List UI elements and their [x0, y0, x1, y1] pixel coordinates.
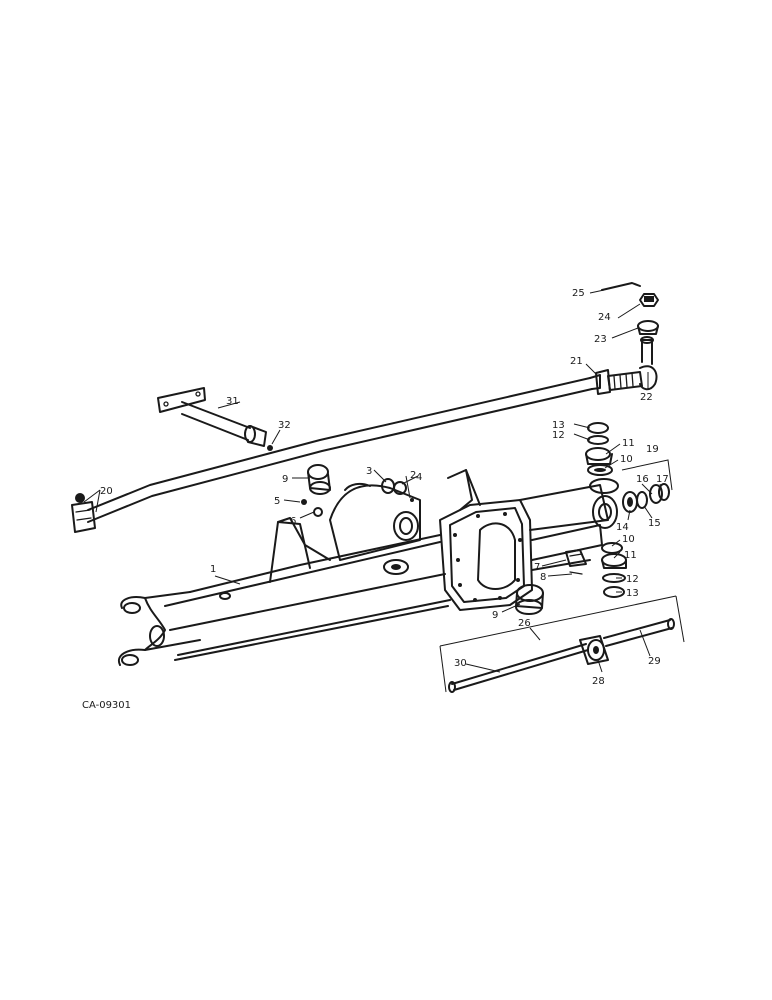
callout-7: 7	[534, 562, 540, 573]
bushing-9-lower	[515, 584, 544, 615]
bearing-11-lower	[601, 553, 627, 569]
callout-6: 6	[290, 516, 296, 527]
fitting-6	[313, 507, 323, 517]
callout-9-lower: 9	[492, 610, 498, 621]
seal-13-upper	[587, 422, 609, 434]
callout-15: 15	[648, 518, 661, 529]
callouts: 1 2 3 4 5 6 7 8 9 9 10 10 11 11 12 12 13…	[100, 288, 669, 687]
callout-5: 5	[274, 496, 280, 507]
callout-13-upper: 13	[552, 420, 565, 431]
seal-13-lower	[603, 586, 625, 598]
callout-12-lower: 12	[626, 574, 639, 585]
castle-nut-24	[639, 293, 659, 307]
leader-lines	[83, 289, 663, 673]
callout-26: 26	[518, 618, 531, 629]
callout-25: 25	[572, 288, 585, 299]
universal-joint-28	[579, 635, 609, 665]
king-pin-31	[157, 387, 267, 447]
callout-29: 29	[648, 656, 661, 667]
callout-10-lower: 10	[622, 534, 635, 545]
callout-2: 2	[410, 470, 416, 481]
callout-28: 28	[592, 676, 605, 687]
callout-3: 3	[366, 466, 372, 477]
callout-32: 32	[278, 420, 291, 431]
seal-14	[622, 491, 638, 513]
callout-30: 30	[454, 658, 467, 669]
drawing-code: CA-09301	[82, 700, 131, 711]
callout-14: 14	[616, 522, 629, 533]
callout-23: 23	[594, 334, 607, 345]
tie-rod-end-right	[607, 336, 658, 391]
callout-21: 21	[570, 356, 583, 367]
callout-17: 17	[656, 474, 669, 485]
shim-12-upper	[587, 435, 609, 445]
shaft-29	[603, 618, 675, 647]
drive-shaft-kit-26	[439, 595, 685, 693]
callout-19: 19	[646, 444, 659, 455]
ring-17	[658, 483, 670, 501]
cotter-pin-25	[601, 282, 641, 291]
bearing-cup-10-upper	[587, 464, 613, 476]
bearing-11-upper	[585, 447, 613, 465]
kit-19-bracket	[621, 459, 673, 491]
callout-1: 1	[210, 564, 216, 575]
shim-12-lower	[602, 573, 626, 583]
callout-16: 16	[636, 474, 649, 485]
shaft-30	[448, 643, 589, 693]
callout-31: 31	[226, 396, 239, 407]
callout-4: 4	[416, 472, 422, 483]
callout-8: 8	[540, 572, 546, 583]
tie-rod-end-left	[71, 493, 96, 533]
callout-13-lower: 13	[626, 588, 639, 599]
callout-22: 22	[640, 392, 653, 403]
pin-2	[410, 498, 414, 502]
lube-fitting-32	[267, 445, 273, 451]
callout-11-lower: 11	[624, 550, 637, 561]
callout-10-upper: 10	[620, 454, 633, 465]
callout-24: 24	[598, 312, 611, 323]
washer-4	[393, 481, 407, 495]
washer-15	[636, 491, 648, 509]
pin-7	[565, 549, 587, 567]
pin-8	[569, 571, 583, 575]
callout-20: 20	[100, 486, 113, 497]
bushing-9-upper	[307, 464, 331, 495]
seal-16	[649, 484, 663, 504]
callout-11-upper: 11	[622, 438, 635, 449]
fitting-5	[301, 499, 307, 505]
tie-rod	[87, 374, 601, 523]
axle-housing	[117, 469, 619, 666]
callout-12-upper: 12	[552, 430, 565, 441]
dust-seal-23	[637, 320, 659, 335]
callout-9-upper: 9	[282, 474, 288, 485]
bearing-cup-10-lower	[601, 542, 623, 554]
tie-rod-clamp	[595, 369, 611, 395]
